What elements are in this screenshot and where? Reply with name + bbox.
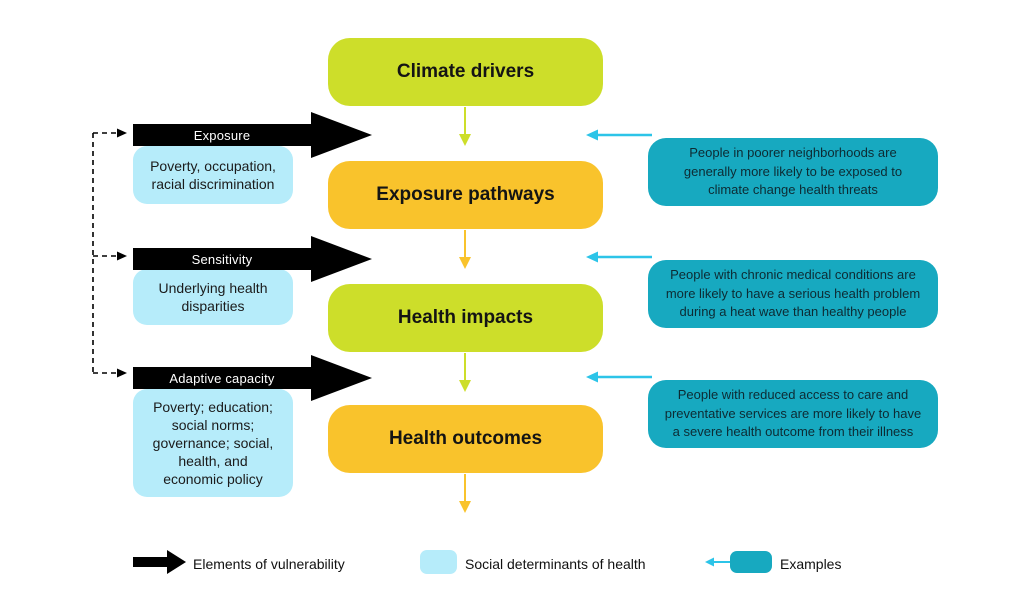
flow-node-label: Exposure pathways xyxy=(376,184,555,205)
vulnerability-arrow-exposure: Exposure xyxy=(133,112,373,158)
legend-light-blue-swatch-icon xyxy=(420,550,457,574)
down-arrow-icon xyxy=(459,474,471,513)
social-determinants-box-sensitivity: Underlying health disparities xyxy=(133,269,293,325)
flow-node-label: Health impacts xyxy=(397,307,534,328)
legend-teal-swatch-icon xyxy=(730,551,772,573)
social-determinants-text: Underlying health disparities xyxy=(158,279,268,314)
vulnerability-arrow-sensitivity: Sensitivity xyxy=(133,236,373,282)
social-determinants-text: Poverty, occupation, racial discriminati… xyxy=(150,157,276,192)
legend-black-arrow-icon xyxy=(133,550,187,574)
black-arrowhead-icon xyxy=(311,112,372,158)
social-determinants-box-exposure: Poverty, occupation, racial discriminati… xyxy=(133,146,293,204)
down-arrow-icon xyxy=(459,353,471,392)
flow-node-health-impacts: Health impacts xyxy=(328,284,603,352)
legend-cyan-arrow-icon xyxy=(705,557,732,567)
vulnerability-arrow-label: Adaptive capacity xyxy=(169,370,275,386)
feedback-dashed-connector-icon xyxy=(92,128,127,378)
down-arrow-icon xyxy=(459,107,471,146)
example-text: People with chronic medical conditions a… xyxy=(665,266,921,320)
black-arrowhead-icon xyxy=(311,236,372,282)
example-box-exposure: People in poorer neighborhoods are gener… xyxy=(648,138,938,206)
social-determinants-box-adaptive-capacity: Poverty; education; social norms; govern… xyxy=(133,389,293,497)
example-pointer-arrow-icon xyxy=(586,371,652,383)
black-arrowhead-icon xyxy=(311,355,372,401)
example-box-sensitivity: People with chronic medical conditions a… xyxy=(648,260,938,328)
social-determinants-text: Poverty; education; social norms; govern… xyxy=(152,398,274,488)
vulnerability-arrow-label: Exposure xyxy=(193,127,251,143)
example-pointer-arrow-icon xyxy=(586,129,652,141)
legend-label-examples: Examples xyxy=(780,556,842,572)
example-box-adaptive-capacity: People with reduced access to care and p… xyxy=(648,380,938,448)
legend-label-social-determinants: Social determinants of health xyxy=(465,556,646,572)
example-pointer-arrow-icon xyxy=(586,251,652,263)
vulnerability-arrow-body: Exposure xyxy=(133,124,311,146)
legend-black-arrow-tip xyxy=(167,550,186,574)
vulnerability-arrow-label: Sensitivity xyxy=(191,251,253,267)
flow-node-climate-drivers: Climate drivers xyxy=(328,38,603,106)
example-text: People in poorer neighborhoods are gener… xyxy=(683,144,903,198)
flow-node-exposure-pathways: Exposure pathways xyxy=(328,161,603,229)
legend-black-arrow-bar xyxy=(133,557,167,567)
flow-node-health-outcomes: Health outcomes xyxy=(328,405,603,473)
flow-node-label: Health outcomes xyxy=(388,428,543,449)
vulnerability-arrow-adaptive-capacity: Adaptive capacity xyxy=(133,355,373,401)
vulnerability-arrow-body: Sensitivity xyxy=(133,248,311,270)
vulnerability-arrow-body: Adaptive capacity xyxy=(133,367,311,389)
legend-label-elements-of-vulnerability: Elements of vulnerability xyxy=(193,556,345,572)
down-arrow-icon xyxy=(459,230,471,269)
example-text: People with reduced access to care and p… xyxy=(664,386,922,440)
flow-node-label: Climate drivers xyxy=(396,61,535,82)
